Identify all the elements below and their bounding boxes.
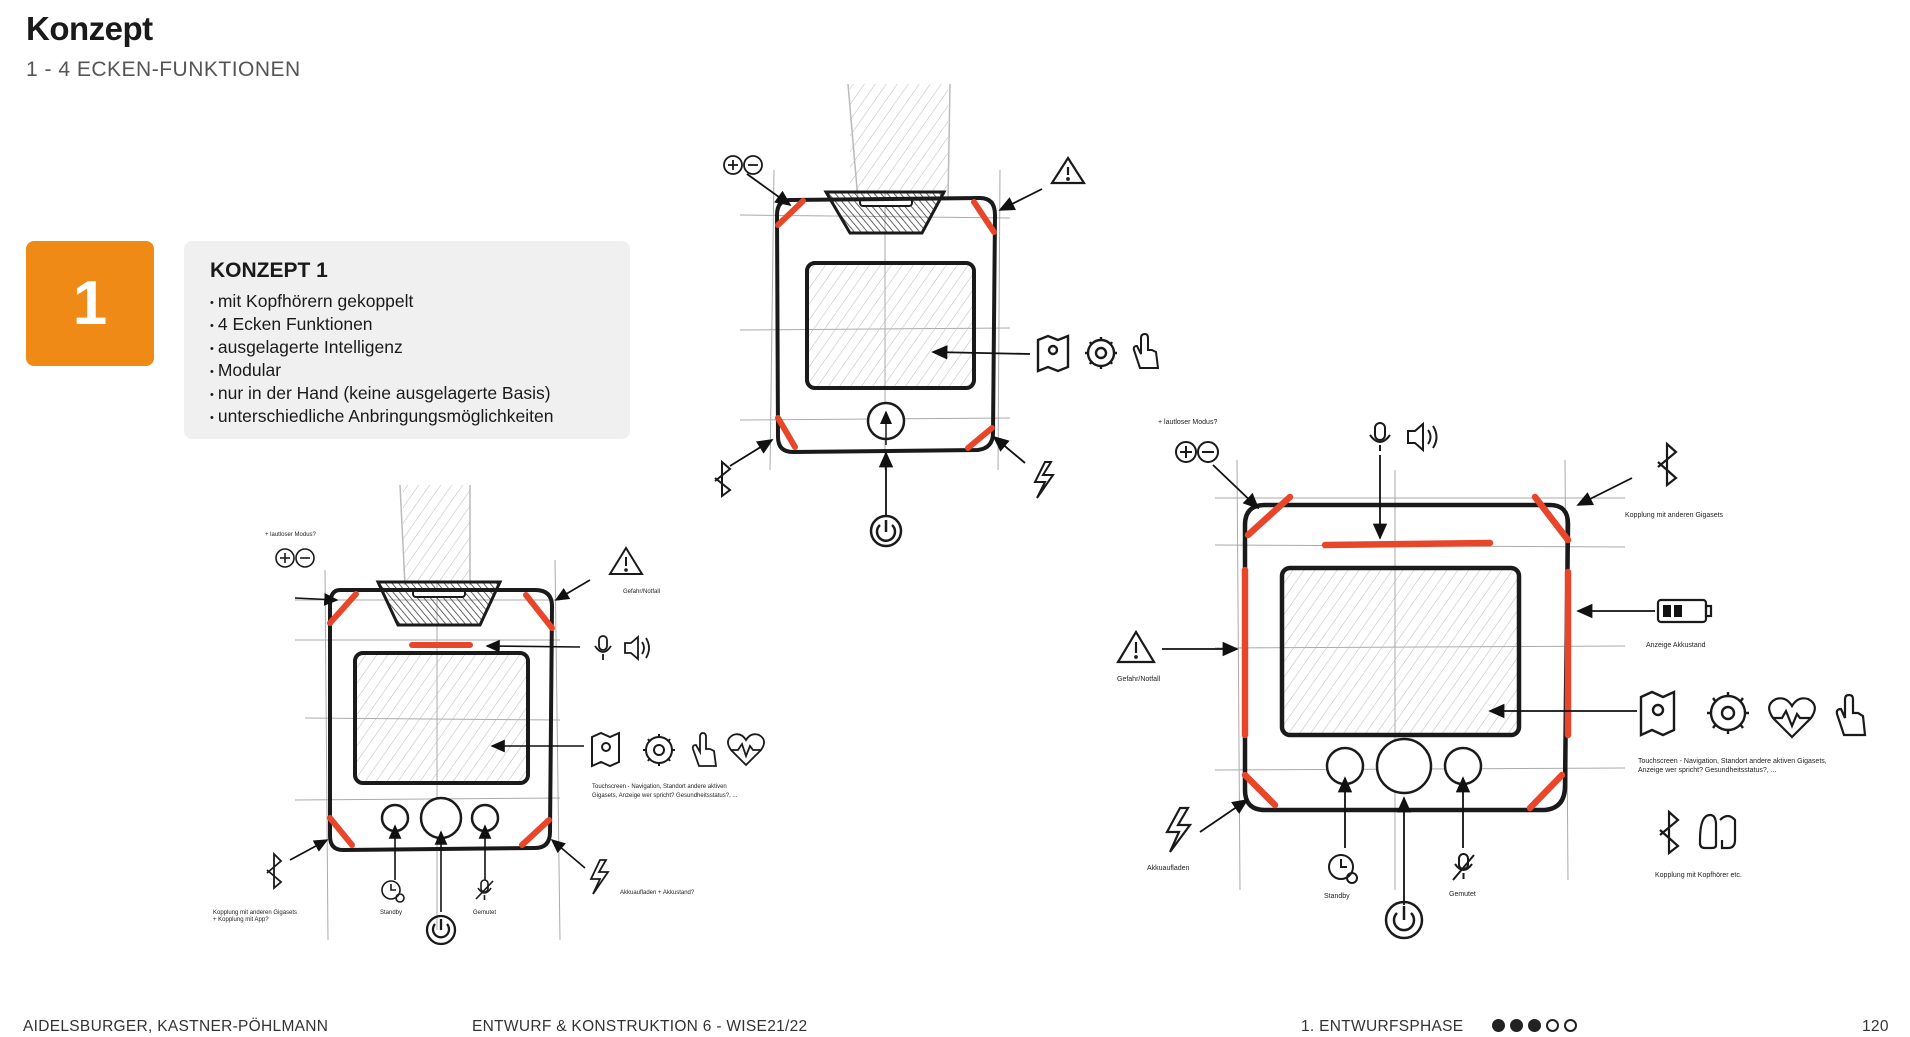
concept-bullet: unterschiedliche Anbringungsmöglichkeite… bbox=[210, 406, 604, 429]
muted-microphone-icon bbox=[1452, 853, 1475, 881]
plus-minus-icon bbox=[275, 548, 315, 568]
concept-bullet: ausgelagerte Intelligenz bbox=[210, 337, 604, 360]
bluetooth-icon bbox=[1657, 441, 1678, 488]
map-icon bbox=[1639, 690, 1676, 737]
label-touchscreen-line2: Gigasets, Anzeige wer spricht? Gesundhei… bbox=[592, 793, 738, 799]
power-icon bbox=[425, 914, 457, 946]
concept-card: KONZEPT 1 mit Kopfhörern gekoppelt 4 Eck… bbox=[184, 241, 630, 439]
microphone-icon bbox=[1369, 422, 1391, 451]
speaker-icon bbox=[624, 635, 650, 661]
battery-icon bbox=[1656, 598, 1713, 624]
label-touchscreen-line2: Anzeige wer spricht? Gesundheitsstatus?,… bbox=[1638, 767, 1777, 774]
progress-dots bbox=[1492, 1019, 1577, 1032]
heart-rate-icon bbox=[1768, 697, 1816, 739]
concept-bullet: nur in der Hand (keine ausgelagerte Basi… bbox=[210, 383, 604, 406]
power-icon bbox=[869, 514, 903, 548]
concept-bullet-list: mit Kopfhörern gekoppelt 4 Ecken Funktio… bbox=[210, 291, 604, 429]
map-icon bbox=[1036, 334, 1070, 373]
sketch-right: + lautloser Modus? Kopplung mit anderen … bbox=[1116, 419, 1867, 940]
footer-phase: 1. ENTWURFSPHASE bbox=[1301, 1018, 1464, 1035]
touch-hand-icon bbox=[1835, 693, 1867, 737]
gear-icon bbox=[643, 734, 675, 766]
heart-rate-icon bbox=[727, 733, 765, 767]
page-title: Konzept bbox=[26, 10, 153, 47]
sketch-left: + lautloser Modus? Gefahr/Notfall Touchs… bbox=[213, 484, 765, 946]
label-touchscreen-line1: Touchscreen - Navigation, Standort ander… bbox=[1638, 758, 1827, 765]
progress-dot bbox=[1528, 1019, 1541, 1032]
label-danger: Gefahr/Notfall bbox=[1117, 676, 1161, 683]
page-subtitle: 1 - 4 ECKEN-FUNKTIONEN bbox=[26, 58, 301, 81]
concept-bullet: 4 Ecken Funktionen bbox=[210, 314, 604, 337]
standby-icon bbox=[1328, 854, 1358, 884]
sketch-top bbox=[714, 83, 1160, 548]
bluetooth-icon bbox=[714, 459, 732, 498]
bluetooth-icon bbox=[1659, 809, 1680, 856]
label-bluetooth-line1: Kopplung mit anderen Gigasets bbox=[213, 910, 297, 916]
standby-icon bbox=[381, 880, 405, 903]
bluetooth-icon bbox=[266, 851, 283, 890]
page-number: 120 bbox=[1862, 1018, 1889, 1035]
label-charging: Akkuaufladen + Akkustand? bbox=[620, 890, 695, 896]
concept-title: KONZEPT 1 bbox=[210, 259, 328, 282]
headphones-icon bbox=[1698, 813, 1737, 850]
label-standby: Standby bbox=[380, 910, 402, 916]
label-touchscreen-line1: Touchscreen - Navigation, Standort ander… bbox=[592, 784, 727, 790]
label-silent-mode: + lautloser Modus? bbox=[265, 532, 317, 538]
map-icon bbox=[591, 731, 620, 768]
warning-icon bbox=[1116, 629, 1156, 664]
plus-minus-icon bbox=[1175, 441, 1219, 463]
touch-hand-icon bbox=[691, 732, 718, 767]
label-silent-mode: + lautloser Modus? bbox=[1158, 419, 1217, 426]
lightning-icon bbox=[1033, 461, 1055, 499]
gear-icon bbox=[1707, 692, 1749, 734]
label-bluetooth-line2: + Kopplung mit App? bbox=[213, 917, 269, 923]
warning-icon bbox=[1049, 155, 1087, 185]
label-battery: Anzeige Akkustand bbox=[1646, 642, 1706, 649]
progress-dot bbox=[1546, 1019, 1559, 1032]
label-standby: Standby bbox=[1324, 893, 1350, 900]
label-charging: Akkuaufladen bbox=[1147, 865, 1190, 872]
label-headphones: Kopplung mit Kopfhörer etc. bbox=[1655, 872, 1742, 879]
warning-icon bbox=[608, 546, 644, 575]
muted-microphone-icon bbox=[475, 879, 494, 900]
footer-authors: AIDELSBURGER, KASTNER-PÖHLMANN bbox=[23, 1018, 329, 1035]
lightning-icon bbox=[1165, 806, 1193, 853]
label-bluetooth: Kopplung mit anderen Gigasets bbox=[1625, 512, 1724, 519]
concept-bullet: Modular bbox=[210, 360, 604, 383]
progress-dot bbox=[1510, 1019, 1523, 1032]
concept-bullet: mit Kopfhörern gekoppelt bbox=[210, 291, 604, 314]
label-danger: Gefahr/Notfall bbox=[623, 589, 660, 595]
label-muted: Gemutet bbox=[1449, 891, 1476, 898]
label-muted: Gemutet bbox=[473, 910, 496, 916]
concept-number-badge: 1 bbox=[26, 241, 154, 366]
plus-minus-icon bbox=[723, 155, 763, 175]
gear-icon bbox=[1085, 337, 1117, 369]
footer-course: ENTWURF & KONSTRUKTION 6 - WISE21/22 bbox=[472, 1018, 808, 1035]
power-icon bbox=[1384, 900, 1424, 940]
speaker-icon bbox=[1407, 421, 1438, 453]
touch-hand-icon bbox=[1132, 332, 1160, 369]
progress-dot bbox=[1564, 1019, 1577, 1032]
progress-dot bbox=[1492, 1019, 1505, 1032]
microphone-icon bbox=[594, 635, 612, 660]
lightning-icon bbox=[589, 859, 610, 895]
